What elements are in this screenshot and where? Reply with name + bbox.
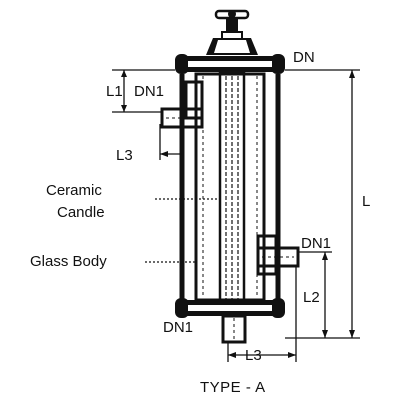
top-valve [206, 9, 258, 55]
label-dn1-top-left: DN1 [134, 83, 164, 100]
ceramic-candle [218, 70, 246, 306]
label-l1: L1 [106, 83, 123, 100]
bottom-flange [175, 298, 285, 318]
top-flange [175, 54, 285, 74]
label-dn: DN [293, 49, 315, 66]
glass-body [194, 72, 266, 302]
label-candle: Candle [57, 204, 105, 221]
inlet-nozzle-left [160, 80, 204, 129]
label-l3-bottom: L3 [245, 347, 262, 364]
label-l3-left: L3 [116, 147, 133, 164]
dimension-arrows [121, 70, 355, 358]
label-dn1-right: DN1 [301, 235, 331, 252]
outlet-nozzle-right [256, 234, 300, 276]
label-dn1-bottom: DN1 [163, 319, 193, 336]
label-glass-body: Glass Body [30, 253, 107, 270]
label-l2: L2 [303, 289, 320, 306]
label-l-overall: L [362, 193, 370, 210]
diagram-caption: TYPE - A [200, 379, 266, 396]
dimension-lines [112, 69, 360, 362]
bottom-nozzle [221, 314, 247, 344]
label-ceramic: Ceramic [46, 182, 102, 199]
